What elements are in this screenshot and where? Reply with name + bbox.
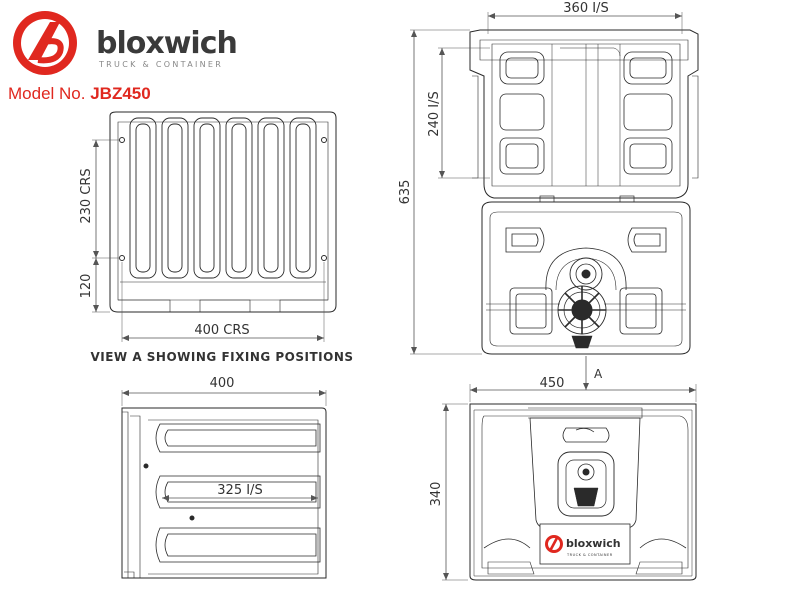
dim-top-width: 360 I/S: [563, 1, 608, 16]
brand-tagline: TRUCK & CONTAINER: [99, 60, 224, 69]
logo-emblem-icon: [13, 11, 77, 75]
view-a-arrow-label: A: [594, 367, 603, 381]
body-pads: [505, 227, 667, 335]
dim-overall-depth: 635: [398, 180, 413, 205]
dim-fixing-offset: 120: [79, 274, 94, 299]
badge-tagline: TRUCK & CONTAINER: [566, 553, 613, 557]
model-number-line: Model No. JBZ450: [8, 84, 151, 104]
plan-view: [469, 29, 699, 355]
view-a-caption: VIEW A SHOWING FIXING POSITIONS: [90, 350, 353, 364]
dim-fixing-vertical: 230 CRS: [79, 168, 94, 223]
side-dimensions: [121, 390, 327, 501]
model-label: Model No.: [8, 84, 86, 103]
dim-front-width: 450: [540, 376, 565, 391]
lock-handle: [557, 285, 607, 335]
fixing-holes: [119, 137, 327, 261]
front-badge: bloxwich TRUCK & CONTAINER: [539, 523, 631, 565]
dim-fixing-horizontal: 400 CRS: [194, 323, 249, 338]
lid-pads: [499, 51, 673, 175]
front-dimensions: [442, 384, 697, 581]
plan-dimensions: [410, 12, 683, 390]
brand-name: bloxwich: [96, 26, 238, 61]
side-view: [121, 407, 327, 579]
model-number: JBZ450: [90, 84, 151, 103]
dim-side-inner: 325 I/S: [217, 483, 262, 498]
view-a-rear: [109, 111, 337, 313]
side-ribs: [155, 423, 321, 563]
dim-lid-depth: 240 I/S: [427, 91, 442, 136]
brand-logo: bloxwich TRUCK & CONTAINER: [10, 8, 240, 78]
dim-front-height: 340: [429, 482, 444, 507]
front-view: [469, 403, 697, 581]
dim-side-width: 400: [210, 376, 235, 391]
view-a-dimensions: [92, 139, 325, 342]
badge-brand-name: bloxwich: [566, 537, 621, 550]
rear-ribs: [129, 117, 317, 279]
